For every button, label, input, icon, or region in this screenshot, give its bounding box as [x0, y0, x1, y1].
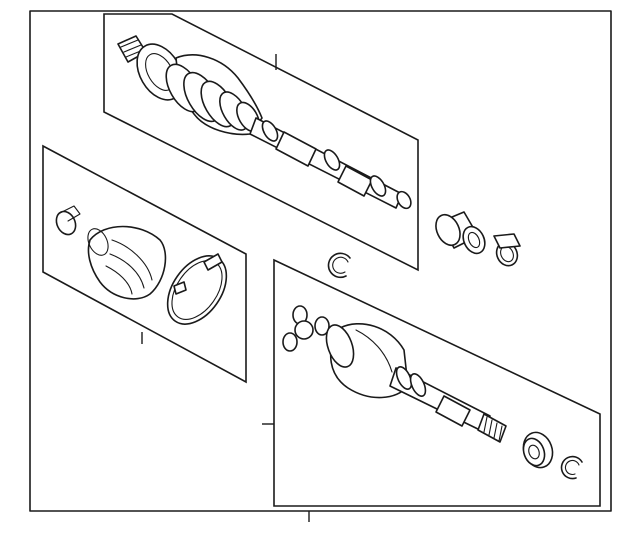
- cv-axle-assembly-icon: [117, 35, 412, 210]
- bearing-seal[interactable]: [519, 428, 558, 471]
- bearing-seal-icon: [522, 431, 554, 469]
- snap-ring-icon: [560, 455, 583, 480]
- boot-clamp[interactable]: [493, 233, 521, 269]
- boot-clamp-icon: [493, 233, 521, 267]
- outer-boot-kit-group[interactable]: [42, 144, 247, 384]
- snap-ring-lower[interactable]: [560, 455, 583, 480]
- outer-frame: [29, 10, 612, 522]
- dust-deflector[interactable]: [431, 211, 489, 257]
- inner-joint-kit-icon: [282, 305, 507, 443]
- axle-assembly-group[interactable]: [103, 13, 419, 272]
- dust-deflector-icon: [435, 211, 486, 255]
- outer-boot-kit-icon: [55, 205, 228, 325]
- snap-ring-icon: [327, 252, 351, 279]
- snap-ring-upper[interactable]: [327, 252, 351, 279]
- inner-joint-kit-group[interactable]: [262, 258, 601, 507]
